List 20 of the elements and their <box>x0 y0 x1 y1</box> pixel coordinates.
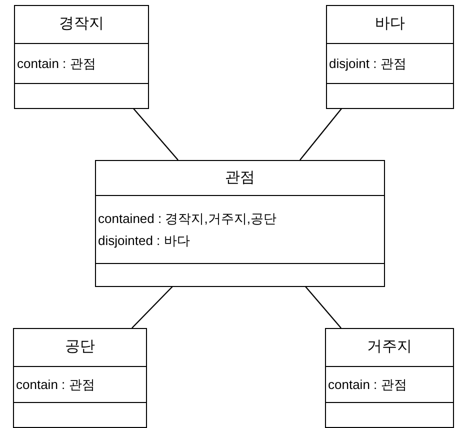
class-name: 관점 <box>225 168 255 188</box>
connector-line <box>300 108 342 160</box>
class-name: 거주지 <box>367 337 412 358</box>
class-box <box>13 328 147 428</box>
class-box <box>325 328 454 428</box>
class-box <box>14 5 149 109</box>
attribute-text: disjoint : 관점 <box>329 54 408 73</box>
attribute-text: disjointed : 바다 <box>98 232 191 250</box>
class-name: 공단 <box>65 337 95 358</box>
attribute-text: contain : 관점 <box>328 376 408 394</box>
class-name: 바다 <box>375 14 405 34</box>
class-box <box>326 5 454 109</box>
class-name: 경작지 <box>59 14 104 34</box>
class-box <box>95 160 385 287</box>
connector-line <box>132 286 174 328</box>
attribute-text: contain : 관점 <box>16 376 96 394</box>
attribute-text: contained : 경작지,거주지,공단 <box>98 210 278 228</box>
connector-line <box>132 108 178 160</box>
connector-line <box>304 286 342 328</box>
attribute-text: contain : 관점 <box>17 54 97 72</box>
